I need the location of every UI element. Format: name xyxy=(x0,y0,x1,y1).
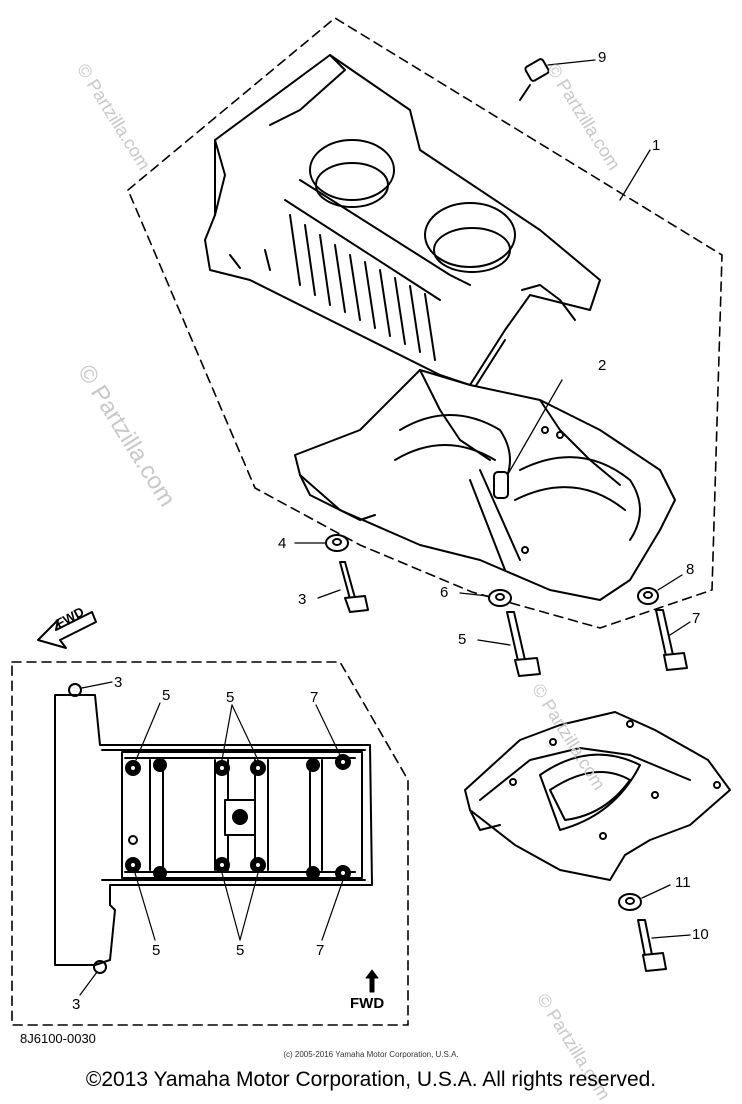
callout-7: 7 xyxy=(692,610,701,627)
bolt-3 xyxy=(317,561,369,613)
callout-8: 8 xyxy=(686,561,695,578)
inset-leader-lines xyxy=(79,681,344,996)
inset-dashed-frame xyxy=(11,661,409,1026)
upper-crankcase xyxy=(204,54,601,396)
inset-callout-5-bottom-b: 5 xyxy=(236,942,245,959)
callout-2: 2 xyxy=(598,357,607,374)
callout-3: 3 xyxy=(298,591,307,608)
fwd-arrow-main xyxy=(37,611,97,649)
plate-bracket xyxy=(464,711,731,881)
callout-5: 5 xyxy=(458,631,467,648)
washer-11 xyxy=(618,884,671,911)
small-copyright: (c) 2005-2016 Yamaha Motor Corporation, … xyxy=(283,1050,459,1059)
washer-4 xyxy=(294,534,349,552)
inset-callout-5-top-b: 5 xyxy=(226,689,235,706)
bolt-10 xyxy=(637,919,691,972)
fwd-arrow-inset xyxy=(365,969,379,993)
callout-1: 1 xyxy=(652,137,661,154)
fwd-label-inset: FWD xyxy=(350,995,385,1012)
callout-10: 10 xyxy=(692,926,709,943)
dowel-pin xyxy=(493,471,509,499)
inset-callout-3-bottom: 3 xyxy=(72,996,81,1013)
assembly-dashed-boundary xyxy=(127,17,723,629)
callout-11: 11 xyxy=(675,874,691,891)
callout-9: 9 xyxy=(598,49,607,66)
bolt-5 xyxy=(477,611,541,677)
inset-callout-5-bottom-a: 5 xyxy=(152,942,161,959)
inset-callout-3-top: 3 xyxy=(114,674,123,691)
lower-crankcase xyxy=(294,369,676,601)
washer-6 xyxy=(459,589,512,607)
callout-4: 4 xyxy=(278,535,287,552)
inset-callout-7-top: 7 xyxy=(310,689,319,706)
diagram-code: 8J6100-0030 xyxy=(20,1031,96,1046)
bolt-7 xyxy=(655,609,691,671)
plug-part xyxy=(519,58,596,101)
inset-callout-7-bottom: 7 xyxy=(316,942,325,959)
footer-copyright: ©2013 Yamaha Motor Corporation, U.S.A. A… xyxy=(85,1068,657,1091)
inset-callout-5-top-a: 5 xyxy=(162,687,171,704)
inset-crankcase-view xyxy=(54,683,373,974)
washer-8 xyxy=(637,574,683,605)
callout-6: 6 xyxy=(440,584,449,601)
